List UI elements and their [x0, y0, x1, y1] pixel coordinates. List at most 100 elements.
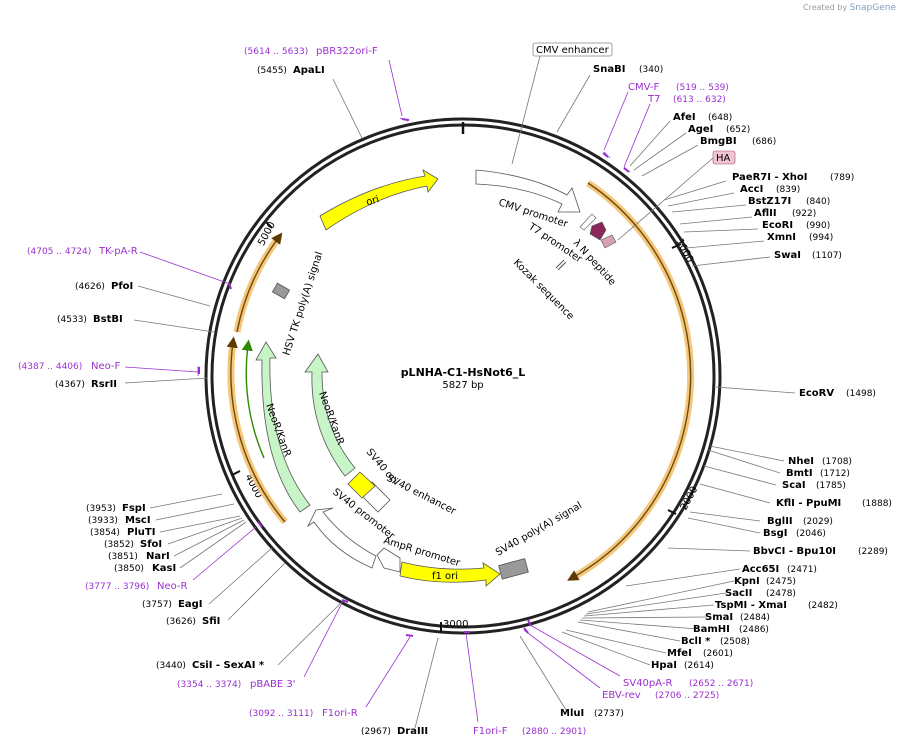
bcli-name: BclI *: [681, 636, 711, 647]
apali-name: ApaLI: [293, 65, 325, 76]
tkpa-pos: (4705 .. 4724): [27, 247, 91, 257]
afei-pos: (648): [708, 113, 732, 123]
paer7i-pos: (789): [830, 173, 854, 183]
msci-pos: (3933): [88, 516, 118, 526]
acci-pos: (839): [776, 185, 800, 195]
kfli-pos: (1888): [862, 499, 892, 509]
ha-callout: HA: [617, 150, 736, 241]
cmv-enhancer-label: CMV enhancer: [536, 45, 610, 56]
feature-labels: ori CMV promoter T7 promoter λ N peptide…: [263, 42, 736, 582]
kpni-pos: (2475): [766, 577, 796, 587]
hpai-name: HpaI: [651, 660, 677, 671]
f1-ori-label: f1 ori: [432, 571, 458, 582]
sfii-pos: (3626): [166, 617, 196, 627]
kpni-name: KpnI: [734, 576, 760, 587]
csii-name: CsiI - SexAI *: [192, 660, 265, 671]
cmvf-pos: (519 .. 539): [676, 83, 729, 93]
xmni-name: XmnI: [767, 232, 796, 243]
pluti-pos: (3854): [90, 528, 120, 538]
sv40par-name: SV40pA-R: [623, 678, 672, 689]
fspi-name: FspI: [122, 503, 146, 514]
sv40-ori-box: [347, 471, 376, 499]
bcli-pos: (2508): [720, 637, 750, 647]
plasmid-name: pLNHA-C1-HsNot6_L: [401, 366, 526, 379]
swai-name: SwaI: [774, 250, 801, 261]
t7-promoter-arrow: [579, 213, 597, 231]
afei-name: AfeI: [673, 112, 696, 123]
rsrii-name: RsrII: [91, 379, 117, 390]
f1-ori-arrow: [399, 561, 501, 587]
agei-pos: (652): [726, 125, 750, 135]
smai-name: SmaI: [705, 612, 733, 623]
draiii-name: DraIII: [397, 726, 428, 737]
tick-3000: 3000: [443, 619, 468, 630]
plasmid-size: 5827 bp: [442, 380, 483, 391]
hsv-tk-box: [271, 282, 291, 300]
backbone: [204, 117, 722, 635]
acc65i-name: Acc65I: [742, 564, 779, 575]
ha-label: HA: [716, 153, 731, 164]
primer-marks: [198, 118, 630, 637]
neor-name: Neo-R: [157, 581, 188, 592]
ecori-pos: (990): [806, 221, 830, 231]
tspmi-name: TspMI - XmaI: [715, 600, 787, 611]
snabi-name: SnaBI: [593, 64, 625, 75]
bmgbi-name: BmgBI: [700, 136, 737, 147]
neof-pos: (4387 .. 4406): [18, 362, 82, 372]
smai-pos: (2484): [740, 613, 770, 623]
paer7i-name: PaeR7I - XhoI: [732, 172, 808, 183]
ebvrev-name: EBV-rev: [602, 690, 641, 701]
scai-pos: (1785): [816, 481, 846, 491]
tspmi-pos: (2482): [808, 601, 838, 611]
kozak-label: Kozak sequence: [511, 257, 576, 322]
cmv-enhancer-callout: CMV enhancer: [511, 42, 613, 165]
kasi-name: KasI: [152, 563, 176, 574]
mfei-pos: (2601): [703, 649, 733, 659]
msci-name: MscI: [125, 515, 151, 526]
sacii-pos: (2478): [766, 589, 796, 599]
ecori-name: EcoRI: [762, 220, 793, 231]
bsgi-pos: (2046): [796, 529, 826, 539]
xmni-pos: (994): [809, 233, 833, 243]
neor-outer-arrow: [255, 341, 311, 513]
swai-pos: (1107): [812, 251, 842, 261]
neor-inner-arrow: [304, 353, 356, 477]
pbr322-pos: (5614 .. 5633): [244, 47, 308, 57]
feature-shapes: [255, 169, 617, 587]
pbabe-pos: (3354 .. 3374): [177, 680, 241, 690]
bsgi-name: BsgI: [763, 528, 787, 539]
acci-name: AccI: [740, 184, 763, 195]
eagi-pos: (3757): [142, 600, 172, 610]
mlui-name: MluI: [560, 708, 584, 719]
credit-prefix: Created by: [803, 3, 848, 12]
bmti-pos: (1712): [820, 469, 850, 479]
sacii-name: SacII: [725, 588, 752, 599]
bstz17i-name: BstZ17I: [748, 196, 791, 207]
f1orir-name: F1ori-R: [322, 708, 358, 719]
mlui-pos: (2737): [594, 709, 624, 719]
ha-box-shape: [600, 234, 617, 249]
aflii-name: AflII: [754, 208, 777, 219]
bbvci-pos: (2289): [858, 547, 888, 557]
f1orif-pos: (2880 .. 2901): [522, 727, 586, 737]
bglii-name: BglII: [767, 516, 793, 527]
credit-brand: SnapGene: [849, 3, 896, 13]
cmvf-name: CMV-F: [628, 82, 659, 93]
nari-name: NarI: [146, 551, 170, 562]
t7-pos: (613 .. 632): [673, 95, 726, 105]
sv40-polya-box: [498, 558, 529, 580]
mfei-name: MfeI: [667, 648, 692, 659]
scai-name: ScaI: [782, 480, 806, 491]
cds-arc-left: [226, 232, 288, 525]
bstz17i-pos: (840): [806, 197, 830, 207]
pbabe-name: pBABE 3': [250, 679, 296, 690]
sv40-polya-label: SV40 poly(A) signal: [494, 500, 584, 558]
agei-name: AgeI: [688, 124, 713, 135]
aflii-pos: (922): [792, 209, 816, 219]
tkpa-name: TK-pA-R: [98, 246, 138, 257]
bstbi-name: BstBI: [93, 314, 123, 325]
sv40par-pos: (2652 .. 2671): [689, 679, 753, 689]
f1orir-pos: (3092 .. 3111): [249, 709, 313, 719]
sv40-promoter-arrow: [306, 507, 377, 569]
primer-labels: (5614 .. 5633) pBR322ori-F CMV-F (519 ..…: [18, 46, 753, 737]
